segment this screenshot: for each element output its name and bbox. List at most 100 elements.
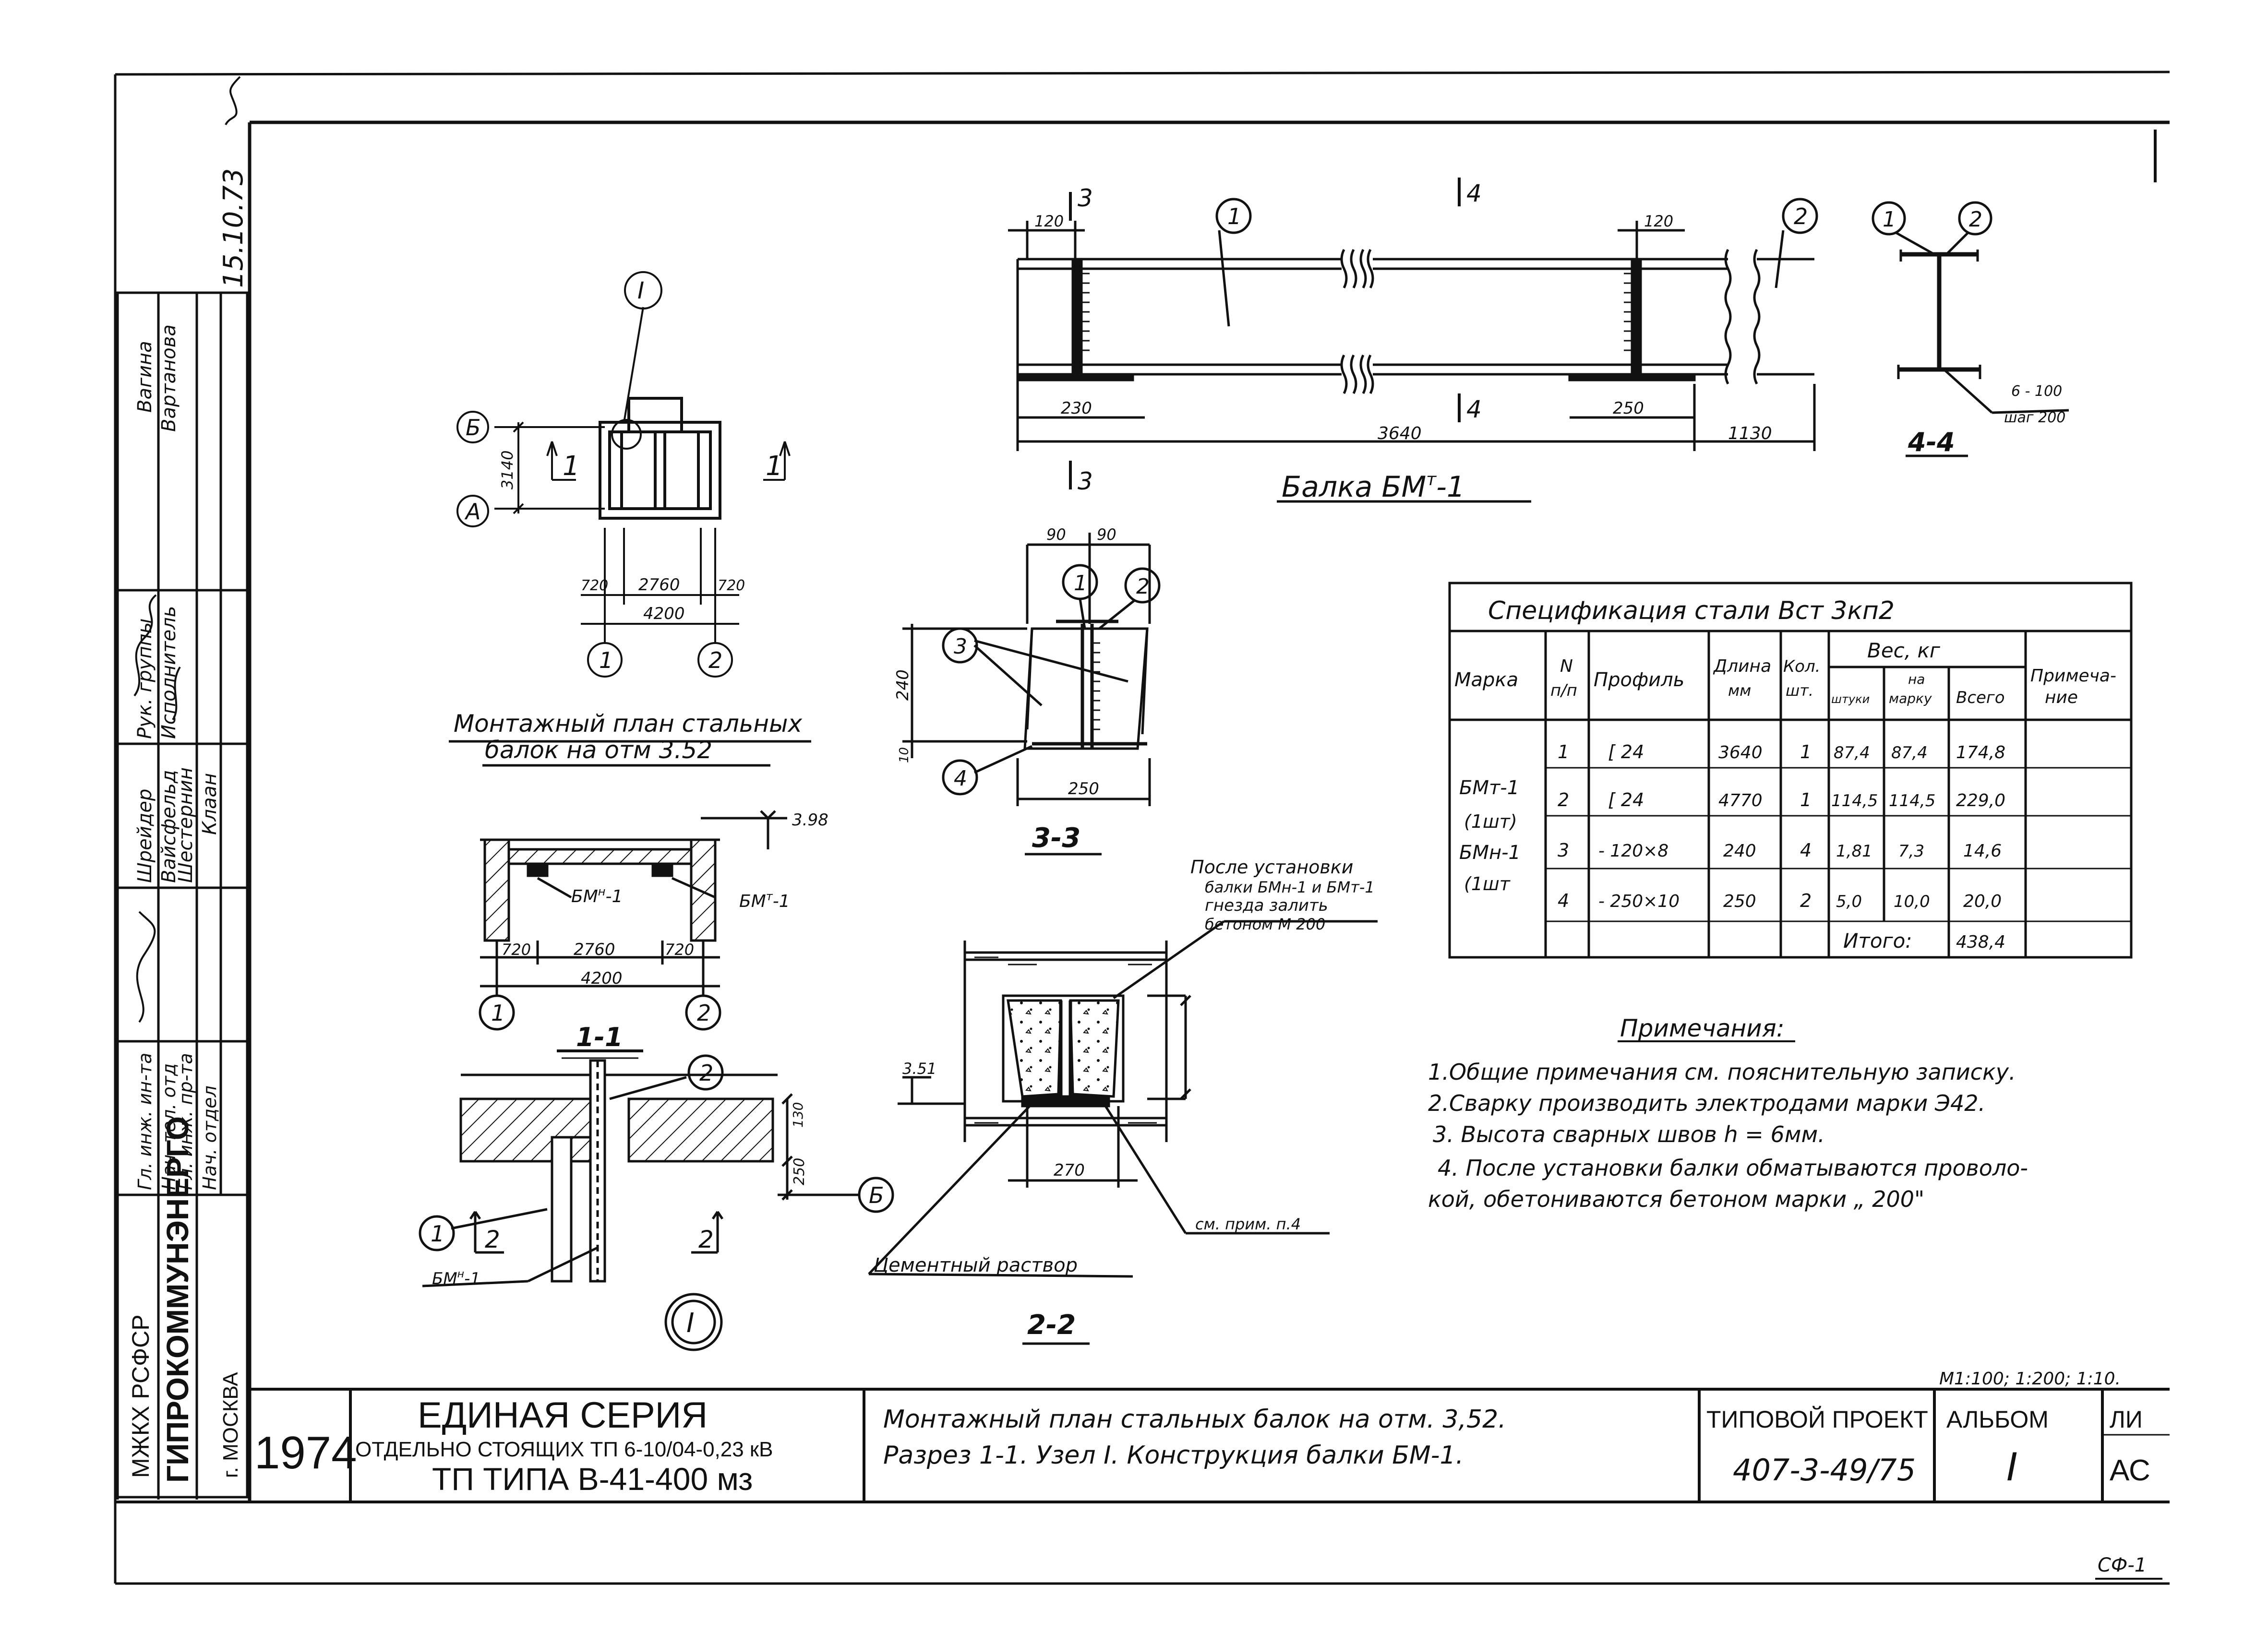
stamp-role-7: Вагина bbox=[134, 341, 156, 413]
stamp-role-9: Шрейдер bbox=[134, 789, 156, 883]
s33-callout-2: 2 bbox=[1136, 574, 1150, 599]
plan-axis-b: Б bbox=[466, 415, 481, 441]
s33-dim-90a: 90 bbox=[1046, 525, 1066, 544]
s44-callout-2: 2 bbox=[1969, 207, 1982, 232]
tb-desc-1: Монтажный план стальных балок на отм. 3,… bbox=[883, 1405, 1506, 1434]
spec-cell: - 120×8 bbox=[1598, 841, 1668, 861]
s22-note-line2: балки БМн-1 и БМт-1 bbox=[1205, 878, 1375, 896]
spec-cell: 14,6 bbox=[1963, 841, 2002, 861]
s11-axis-2: 2 bbox=[697, 1000, 711, 1026]
stamp-date: 15.10.73 bbox=[218, 168, 249, 288]
s11-axis-1: 1 bbox=[491, 1000, 505, 1026]
spec-total-value: 438,4 bbox=[1956, 932, 2005, 952]
notes-item-2: 2.Сварку производить электродами марки Э… bbox=[1428, 1090, 1985, 1116]
spec-cell: 229,0 bbox=[1956, 791, 2005, 810]
s22-level: 3.51 bbox=[902, 1060, 936, 1078]
section-4-4: 1 2 6 - 100 шаг 200 4-4 bbox=[1872, 201, 2069, 457]
s33-callout-1: 1 bbox=[1074, 571, 1087, 596]
beam-dim-3640: 3640 bbox=[1378, 424, 1422, 443]
spec-h-note1: Примеча- bbox=[2030, 666, 2116, 686]
notes: Примечания: 1.Общие примечания см. поясн… bbox=[1428, 1014, 2028, 1212]
stamp-role-11: Шестернин bbox=[175, 767, 197, 883]
spec-cell: 20,0 bbox=[1963, 892, 2002, 911]
notes-item-3: 3. Высота сварных швов h = 6мм. bbox=[1433, 1121, 1825, 1147]
weld-ticks-left bbox=[1081, 273, 1090, 351]
spec-h-per-mark1: на bbox=[1908, 671, 1925, 687]
notes-item-1: 1.Общие примечания см. пояснительную зап… bbox=[1428, 1059, 2016, 1085]
node-dim-250: 250 bbox=[791, 1158, 808, 1185]
node-dim-130: 130 bbox=[790, 1102, 806, 1128]
spec-cell: 174,8 bbox=[1956, 743, 2005, 762]
beam-elevation: 3 3 4 4 1 2 120 120 230 250 3640 1130 Ба… bbox=[1008, 178, 1818, 504]
spec-mark-4: (1шт bbox=[1464, 873, 1511, 894]
node-cut-left: 2 bbox=[485, 1226, 500, 1253]
s22-water-marks bbox=[974, 956, 1157, 1124]
beam-cut-3-top: 3 bbox=[1078, 184, 1093, 212]
s33-weld-ticks bbox=[1093, 642, 1100, 730]
spec-h-num2: п/п bbox=[1550, 681, 1577, 700]
beam-cut-4-top: 4 bbox=[1466, 179, 1482, 207]
spec-cell: 3 bbox=[1558, 840, 1569, 861]
spec-total-label: Итого: bbox=[1843, 929, 1912, 953]
s44-title: 4-4 bbox=[1908, 427, 1955, 457]
s33-dim-240: 240 bbox=[893, 669, 912, 701]
spec-h-per-mark2: марку bbox=[1889, 691, 1932, 706]
section-3-3: 90 90 240 10 250 1 2 3 4 3-3 bbox=[893, 525, 1161, 856]
spec-mark-1: БМт-1 bbox=[1459, 777, 1519, 799]
s22-ref-note: см. прим. п.4 bbox=[1195, 1215, 1301, 1233]
tb-sheet-code: СФ-1 bbox=[2098, 1554, 2147, 1576]
s33-dim-250: 250 bbox=[1068, 779, 1099, 798]
beam-callout-2: 2 bbox=[1794, 203, 1808, 229]
s22-note-line3: гнезда залить bbox=[1205, 896, 1328, 915]
plan-title-line2: балок на отм 3.52 bbox=[485, 736, 712, 764]
beam-title: Балка БМт-1 bbox=[1282, 470, 1465, 504]
node-axis-b: Б bbox=[869, 1182, 884, 1208]
s11-title: 1-1 bbox=[576, 1022, 623, 1052]
spec-row-3: 3 - 120×8 240 4 1,81 7,3 14,6 bbox=[1558, 840, 2002, 861]
s11-beam-right: БМт-1 bbox=[739, 890, 790, 911]
s22-dim-270: 270 bbox=[1054, 1161, 1085, 1180]
tb-sheet-label: ЛИ bbox=[2110, 1406, 2143, 1433]
s11-dim-2760: 2760 bbox=[574, 940, 615, 959]
spec-h-length2: мм bbox=[1728, 681, 1751, 700]
spec-cell: 5,0 bbox=[1836, 892, 1862, 911]
stamp-role-2: Нач. тел. отд bbox=[158, 1063, 180, 1190]
spec-h-note2: ние bbox=[2045, 688, 2078, 707]
plan-dim-720a: 720 bbox=[581, 577, 608, 594]
spec-cell: 250 bbox=[1723, 892, 1756, 911]
spec-cell: 10,0 bbox=[1894, 892, 1930, 911]
spec-cell: 1 bbox=[1558, 741, 1569, 762]
plan-cut-left: 1 bbox=[563, 451, 580, 482]
spec-h-total: Всего bbox=[1956, 688, 2005, 707]
tb-project-label: ТИПОВОЙ ПРОЕКТ bbox=[1706, 1406, 1928, 1433]
spec-mark-3: БМн-1 bbox=[1459, 842, 1521, 864]
spec-h-length1: Длина bbox=[1713, 656, 1771, 676]
s22-mortar: Цементный раствор bbox=[874, 1254, 1078, 1276]
section-1-1: 3.98 БМн-1 БМт-1 720 2760 720 4200 1 2 1… bbox=[479, 810, 828, 1059]
stamp-role-12: Клаан bbox=[199, 773, 221, 835]
node-callout-1: 1 bbox=[431, 1221, 444, 1247]
spec-row-2: 2 [ 24 4770 1 114,5 114,5 229,0 bbox=[1558, 789, 2005, 810]
spec-cell: 2 bbox=[1558, 789, 1569, 810]
spec-h-weight: Вес, кг bbox=[1867, 639, 1941, 662]
s22-title: 2-2 bbox=[1027, 1310, 1076, 1341]
s11-dim-4200: 4200 bbox=[581, 969, 623, 988]
plan-dim-720b: 720 bbox=[718, 577, 745, 594]
plan-axis-1: 1 bbox=[599, 647, 613, 673]
spec-h-per-piece: штуки bbox=[1831, 692, 1870, 706]
node-I: 2 1 Б 130 250 2 2 БМн-1 I bbox=[419, 1054, 894, 1351]
spec-h-qty2: шт. bbox=[1786, 681, 1813, 700]
s44-callout-1: 1 bbox=[1883, 207, 1896, 232]
montage-plan: I Б А 3140 1 1 720 2760 720 4200 1 2 Мон… bbox=[449, 271, 811, 767]
stamp-role-4: Нач. отдел bbox=[199, 1085, 220, 1190]
spec-cell: 1 bbox=[1800, 741, 1812, 762]
title-block: М1:100; 1:200; 1:10. 1974 ЕДИНАЯ СЕРИЯ О… bbox=[250, 1369, 2170, 1580]
plan-axis-2: 2 bbox=[708, 647, 722, 673]
beam-callout-1: 1 bbox=[1227, 203, 1241, 229]
spec-h-profile: Профиль bbox=[1594, 669, 1684, 691]
node-mark: I bbox=[686, 1308, 695, 1339]
beam-dim-120a: 120 bbox=[1034, 212, 1064, 230]
s22-note-line4: бетоном М 200 bbox=[1205, 915, 1325, 933]
s33-callout-4: 4 bbox=[954, 766, 967, 791]
notes-item-5: кой, обетониваются бетоном марки „ 200" bbox=[1428, 1186, 1924, 1212]
